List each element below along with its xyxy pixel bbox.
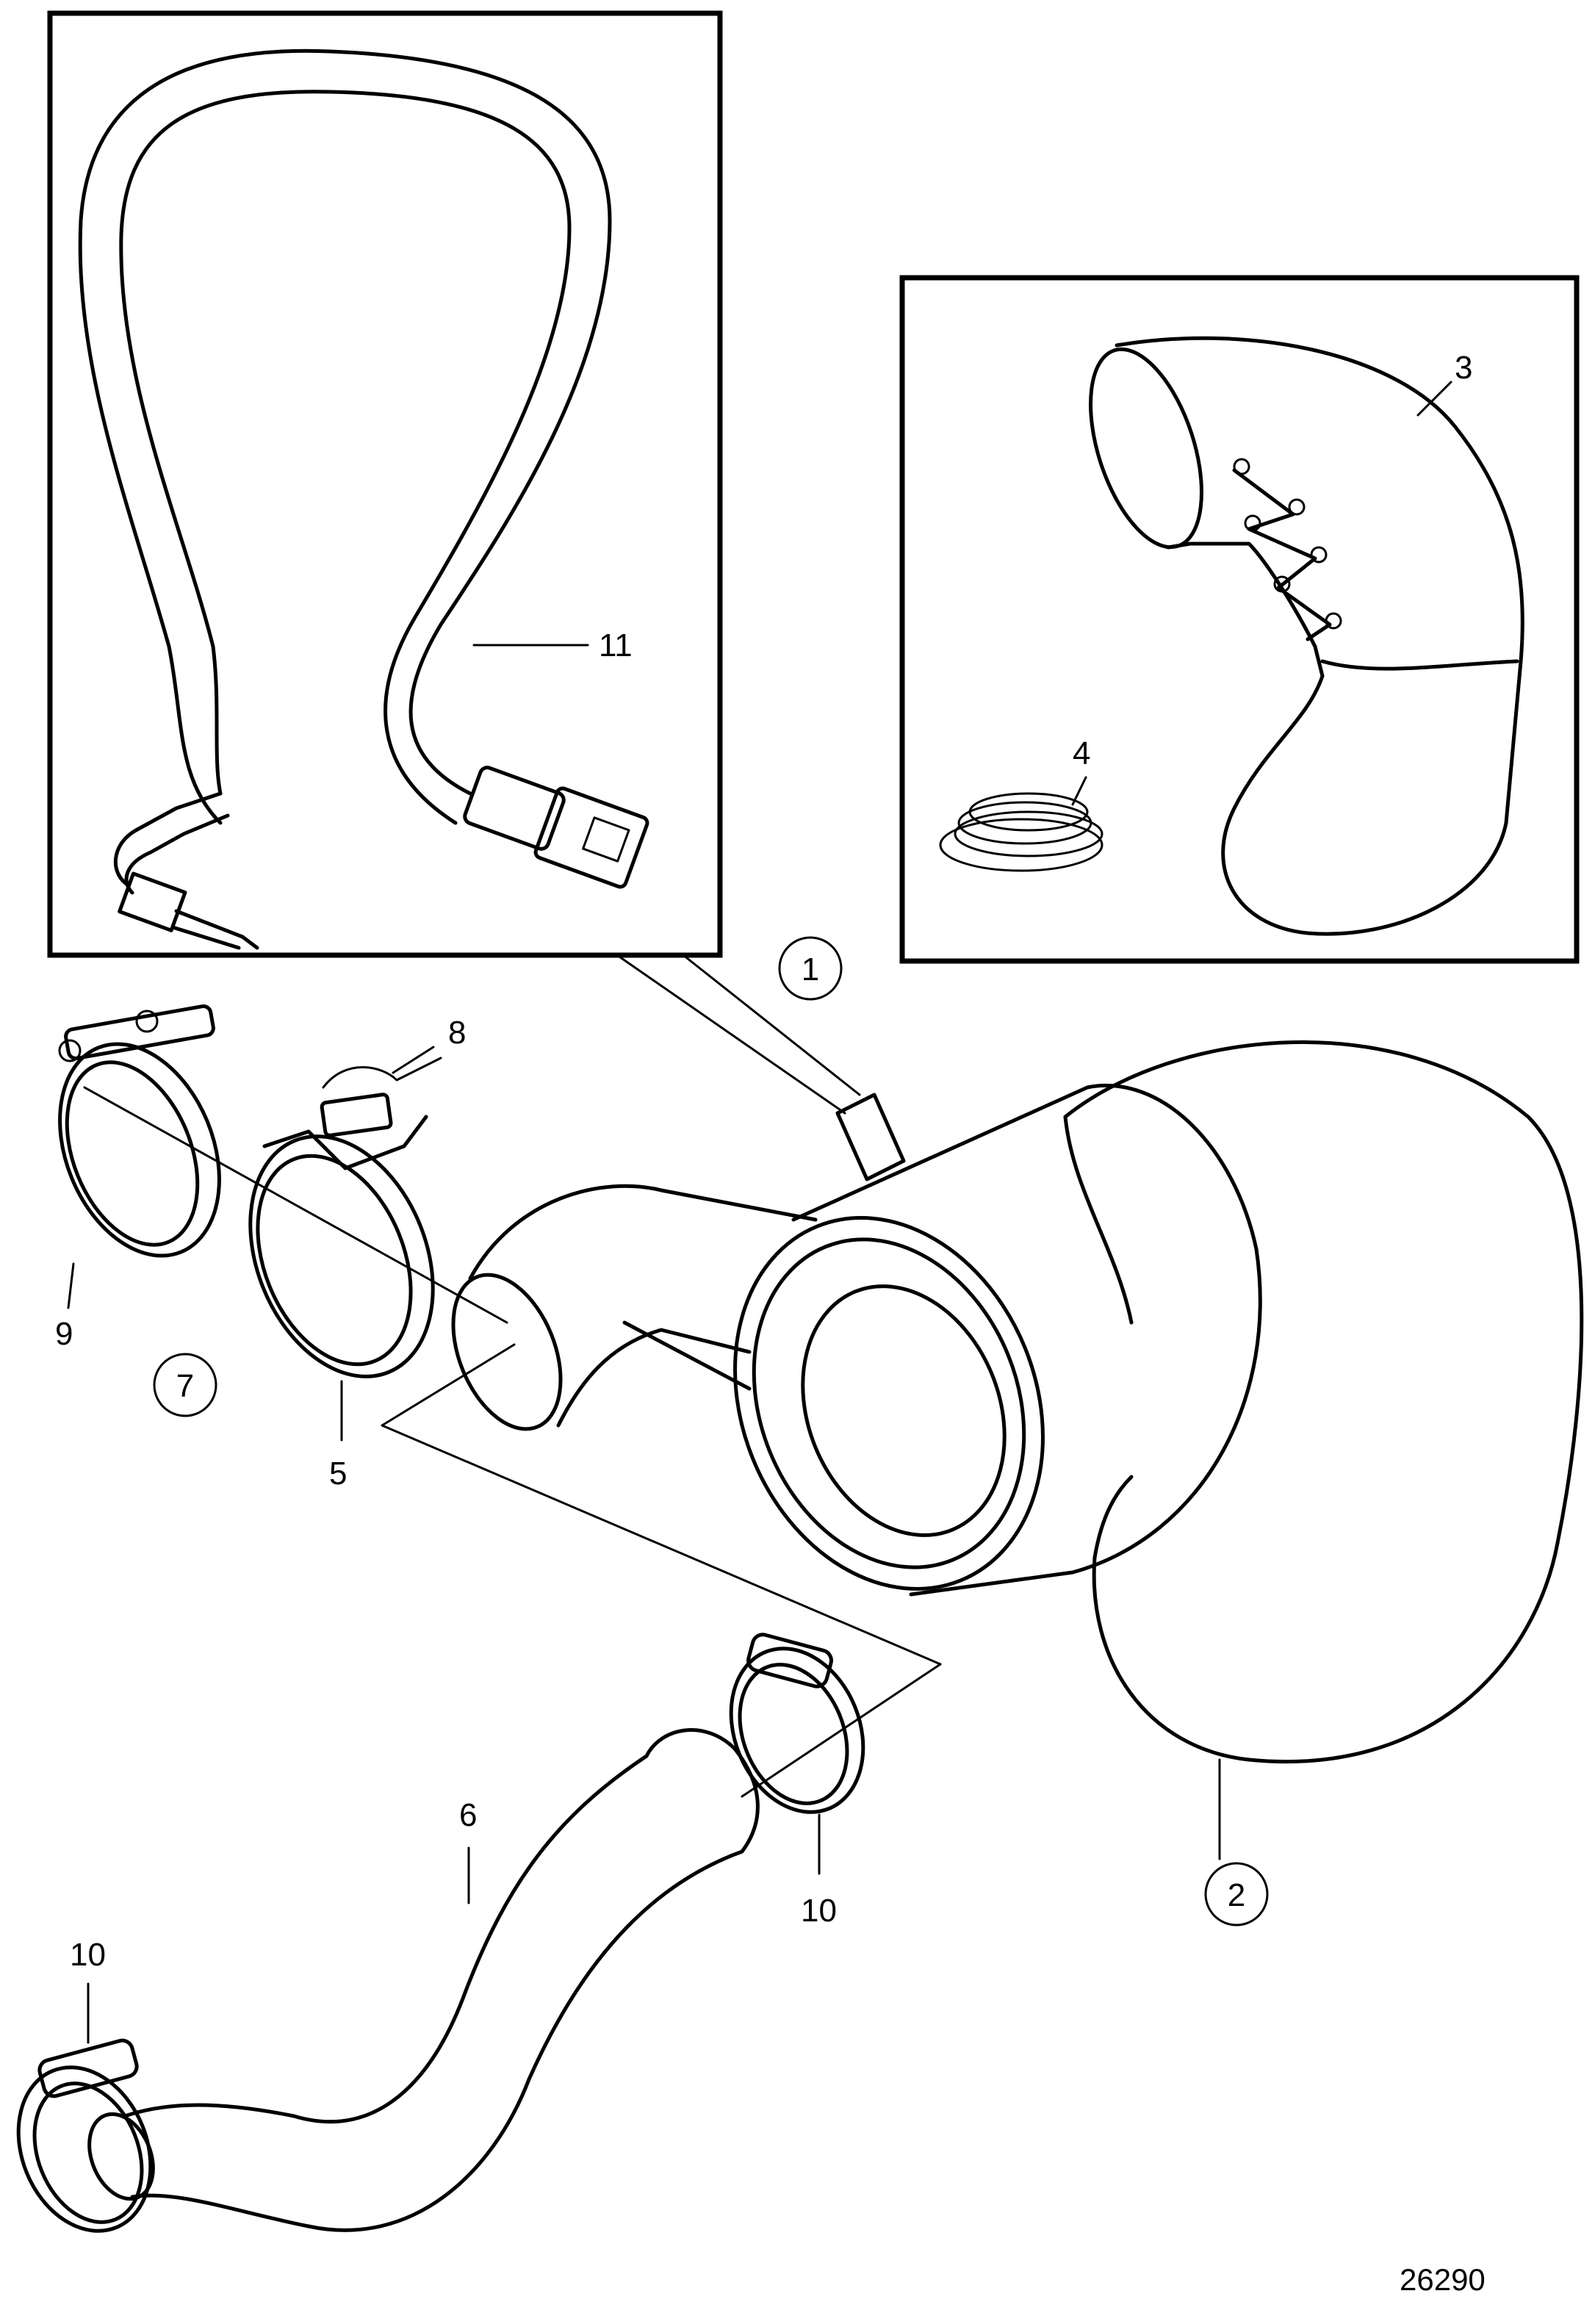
temperature-sensor [113,791,259,950]
connection-bracket [381,1343,942,1798]
assembly-axis [83,1086,508,1324]
callout-6: 6 [459,1797,477,1833]
sensor-8: 8 [320,1015,466,1137]
hose-clamp-10-left: 10 [16,1937,153,2233]
callout-circle-7: 7 [153,1353,217,1417]
callout-1: 1 [802,951,819,987]
sensor-boss [835,1093,906,1181]
inset-pointer [616,954,861,1115]
leader-8 [392,1046,435,1074]
insulation-elbow [1115,336,1524,936]
insulation-seam [1320,659,1519,671]
callout-9: 9 [55,1316,73,1352]
callout-8: 8 [448,1015,466,1051]
inset-frame-right [899,275,1580,964]
sensor-cable-inner [119,90,572,825]
callout-3: 3 [1455,350,1472,386]
silencer-outlet [733,1084,1262,1597]
callout-2: 2 [1228,1877,1245,1913]
clamp-9: 9 [55,1004,221,1352]
callout-10-right: 10 [801,1893,837,1929]
cable-connector [463,766,649,889]
leader-3 [1416,381,1452,417]
callout-4: 4 [1073,735,1090,771]
exhaust-hose: 6 [87,1728,760,2232]
callout-circle-1: 1 [778,936,843,1001]
hose-clamp-10-right: 10 [729,1633,865,1929]
callout-11: 11 [599,627,633,663]
callout-10-left: 10 [70,1937,106,1973]
leader-9 [67,1262,75,1309]
inset-insulation: 4 3 [899,275,1580,964]
clamp-5: 5 [248,1115,435,1492]
callout-circle-2: 2 [1204,1862,1269,1927]
inset-sensor-cable: 11 [47,10,723,958]
lacing-wire [1232,458,1342,641]
leader-4 [1071,776,1087,806]
sensor-cable [78,48,612,825]
wire-coil [939,792,1103,872]
callout-7: 7 [176,1368,194,1404]
silencer-body [1063,1040,1584,1860]
inset-frame-left [47,10,723,958]
drawing-number: 26290 [1400,2262,1486,2297]
inlet-elbow [451,1184,818,1431]
callout-5: 5 [329,1456,347,1492]
